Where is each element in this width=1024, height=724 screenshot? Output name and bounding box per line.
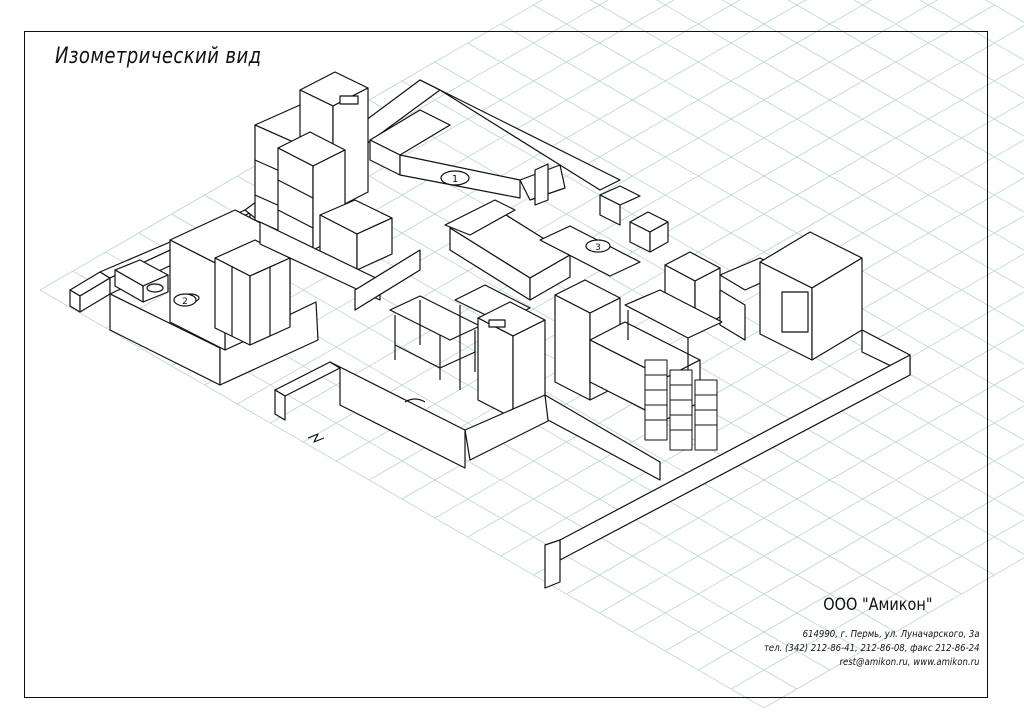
door-front bbox=[307, 398, 426, 443]
exhaust-hood bbox=[444, 199, 571, 301]
grid-line bbox=[171, 0, 807, 367]
company-web: rest@amikon.ru, www.amikon.ru bbox=[839, 657, 980, 668]
company-address: 614990, г. Пермь, ул. Луначарского, 3а bbox=[803, 629, 980, 640]
work-table-right bbox=[624, 289, 723, 370]
grid-line bbox=[730, 519, 1024, 690]
grid-line bbox=[39, 0, 544, 291]
wall-front bbox=[274, 361, 661, 481]
grid-line bbox=[697, 481, 1024, 671]
drawing-frame bbox=[24, 31, 988, 698]
grid-line bbox=[270, 4, 995, 424]
marker-2-label: 2 bbox=[182, 297, 188, 307]
marker-2: 2 bbox=[173, 293, 197, 307]
wall-middle-partition bbox=[259, 221, 421, 311]
grid-line bbox=[335, 63, 1024, 462]
company-name: ООО "Амикон" bbox=[822, 595, 932, 615]
marker-1: 1 bbox=[440, 170, 470, 186]
marker-3: 3 bbox=[585, 239, 611, 253]
marker-1-label: 1 bbox=[452, 174, 458, 185]
company-phones: тел. (342) 212-86-41, 212-86-08, факс 21… bbox=[764, 643, 980, 654]
refrigerator-center bbox=[477, 301, 546, 419]
grid-line bbox=[763, 557, 1024, 709]
grid-line bbox=[204, 0, 873, 386]
marker-3-label: 3 bbox=[595, 243, 601, 253]
rolling-racks bbox=[644, 359, 718, 451]
wall-right bbox=[544, 329, 911, 589]
sheet-title: Изометрический вид bbox=[55, 44, 262, 69]
grid-line bbox=[599, 367, 1024, 614]
grid-line bbox=[665, 443, 1024, 652]
grid-line bbox=[632, 405, 1024, 633]
company-contacts: 614990, г. Пермь, ул. Луначарского, 3а т… bbox=[764, 628, 980, 670]
stove bbox=[114, 259, 200, 303]
grid-line bbox=[566, 329, 1024, 595]
tall-cabinets bbox=[214, 239, 291, 346]
combi-oven bbox=[759, 231, 863, 361]
small-oven bbox=[629, 211, 669, 253]
